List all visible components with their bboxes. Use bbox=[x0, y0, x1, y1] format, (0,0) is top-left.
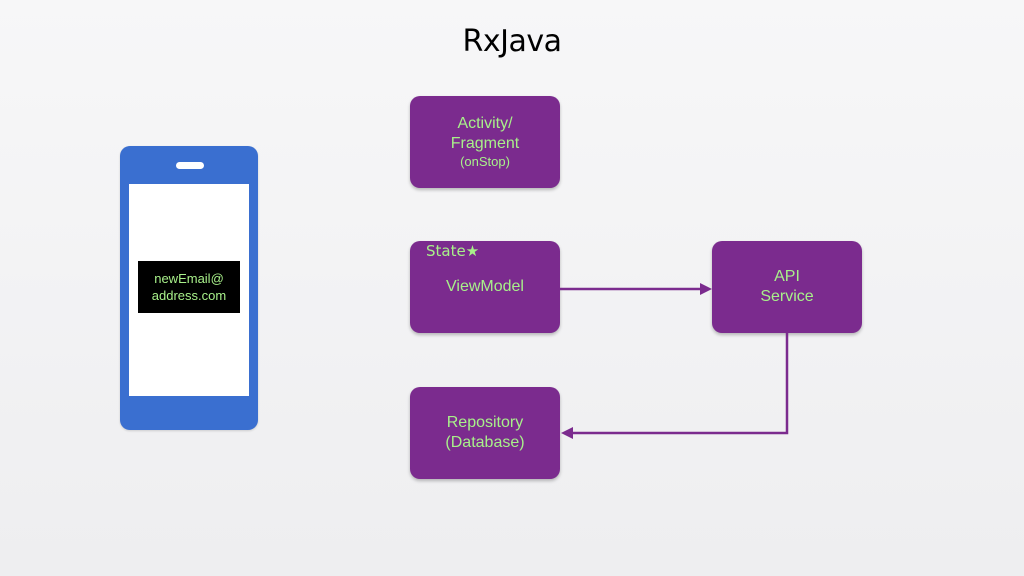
activity-line-2: Fragment bbox=[450, 135, 520, 152]
activity-note: (onStop) bbox=[460, 154, 510, 169]
email-display: newEmail@ address.com bbox=[138, 261, 240, 313]
api-to-repository-arrowhead-icon bbox=[561, 427, 573, 439]
phone-screen: newEmail@ address.com bbox=[129, 184, 249, 396]
repository-line-1: Repository bbox=[446, 414, 524, 431]
repository-box: Repository (Database) bbox=[410, 387, 560, 479]
email-line-1: newEmail@ bbox=[154, 271, 224, 286]
viewmodel-box: ViewModel bbox=[410, 241, 560, 333]
phone-speaker bbox=[176, 162, 204, 169]
api-line-2: Service bbox=[760, 288, 814, 305]
phone-illustration: newEmail@ address.com bbox=[120, 146, 258, 430]
activity-fragment-box: Activity/ Fragment (onStop) bbox=[410, 96, 560, 188]
state-star-icon: State★ bbox=[426, 242, 480, 260]
api-to-repository-arrow-line bbox=[572, 333, 789, 435]
diagram-title: RxJava bbox=[462, 24, 562, 59]
api-line-1: API bbox=[774, 268, 800, 285]
viewmodel-to-api-arrowhead-icon bbox=[700, 283, 712, 295]
viewmodel-label: ViewModel bbox=[446, 278, 524, 295]
api-service-box: API Service bbox=[712, 241, 862, 333]
activity-line-1: Activity/ bbox=[457, 115, 513, 132]
email-line-2: address.com bbox=[151, 288, 227, 303]
repository-line-2: (Database) bbox=[445, 434, 525, 451]
